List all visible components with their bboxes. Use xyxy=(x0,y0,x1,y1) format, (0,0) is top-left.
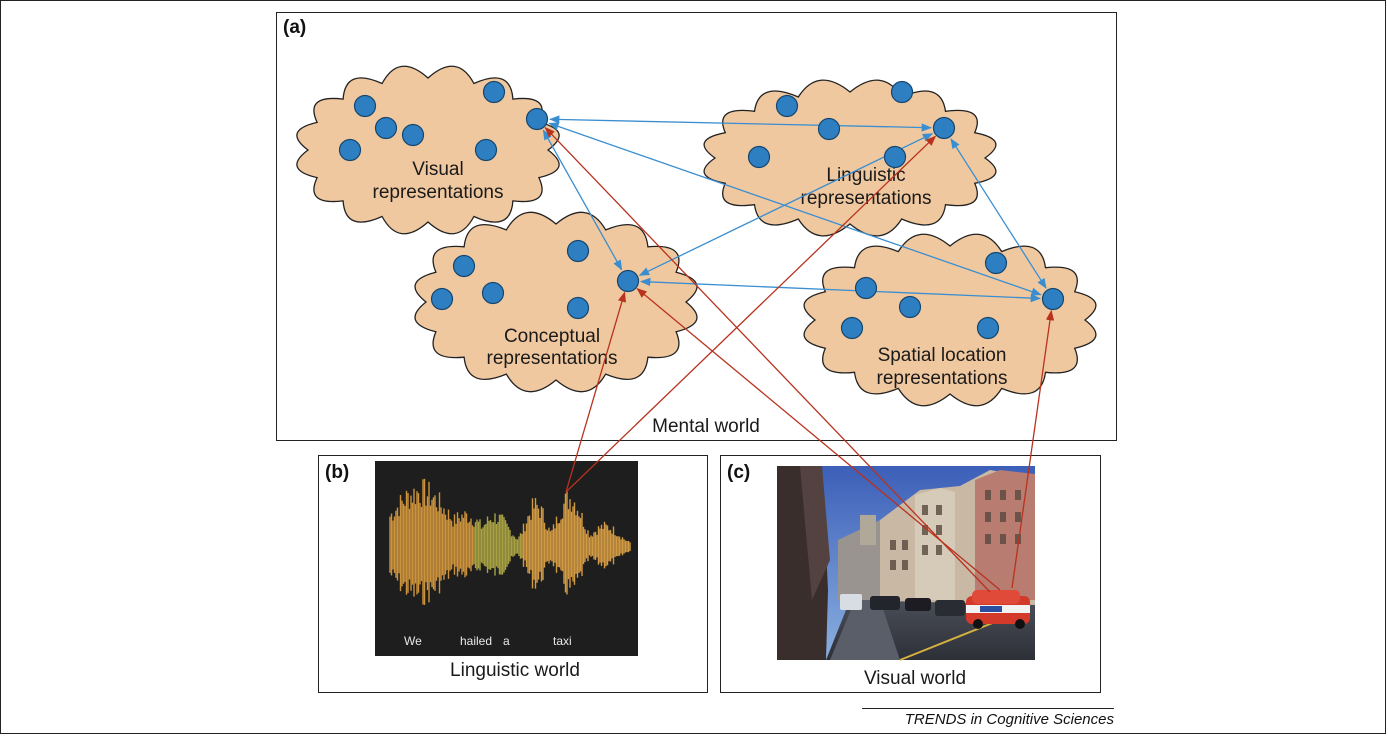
panel-a-label: (a) xyxy=(283,17,307,38)
node-icon xyxy=(525,107,549,131)
link-arrow xyxy=(950,138,1047,289)
node-icon xyxy=(566,296,590,320)
node-icon xyxy=(566,239,590,263)
taxi-in-photo xyxy=(966,590,1030,629)
journal-credit: TRENDS in Cognitive Sciences xyxy=(862,708,1114,728)
cloud-label-visual-line2: representations xyxy=(373,182,504,203)
node-icon xyxy=(775,94,799,118)
cloud-label-linguistic-line1: Linguistic xyxy=(826,165,905,186)
input-arrow xyxy=(544,126,991,593)
cloud-linguistic xyxy=(703,79,997,237)
node-icon xyxy=(984,251,1008,275)
node-icon xyxy=(374,116,398,140)
cloud-label-spatial-line2: representations xyxy=(877,368,1008,389)
input-arrow xyxy=(1011,309,1055,589)
node-icon xyxy=(1041,287,1065,311)
input-arrow xyxy=(636,288,1001,591)
speech-waveform-image: We hailed a taxi xyxy=(375,461,638,656)
word-taxi: taxi xyxy=(553,634,572,648)
word-hailed: hailed xyxy=(460,634,492,648)
node-icon xyxy=(932,116,956,140)
node-icon xyxy=(474,138,498,162)
input-arrow xyxy=(565,135,937,493)
mental-world-caption: Mental world xyxy=(652,416,760,437)
cloud-label-conceptual-line2: representations xyxy=(487,348,618,369)
node-icon xyxy=(840,316,864,340)
node-icon xyxy=(890,80,914,104)
node-icon xyxy=(976,316,1000,340)
node-icon xyxy=(452,254,476,278)
node-icon xyxy=(338,138,362,162)
input-arrow xyxy=(565,291,626,493)
panel-c-label: (c) xyxy=(727,462,751,483)
link-arrow xyxy=(639,277,1042,303)
node-icon xyxy=(854,276,878,300)
cloud-visual xyxy=(296,65,560,235)
node-icon xyxy=(898,295,922,319)
cloud-label-linguistic-line2: representations xyxy=(801,188,932,209)
node-icon xyxy=(817,117,841,141)
cloud-label-conceptual-line1: Conceptual xyxy=(504,326,600,347)
cloud-label-spatial: Spatial location representations xyxy=(877,345,1008,389)
node-icon xyxy=(430,287,454,311)
cloud-label-conceptual: Conceptual representations xyxy=(487,326,618,369)
linguistic-world-caption: Linguistic world xyxy=(450,660,580,681)
panel-b-label: (b) xyxy=(325,462,350,483)
word-a: a xyxy=(503,634,510,648)
cloud-label-visual: Visual representations xyxy=(373,159,504,203)
node-icon xyxy=(616,269,640,293)
street-photo xyxy=(777,466,1035,661)
bidirectional-links xyxy=(542,115,1047,303)
word-we: We xyxy=(404,634,422,648)
link-arrow xyxy=(638,133,934,276)
node-icon xyxy=(353,94,377,118)
node-icon xyxy=(481,281,505,305)
node-icon xyxy=(883,145,907,169)
input-links xyxy=(544,126,1055,593)
cloud-label-visual-line1: Visual xyxy=(412,159,463,180)
representation-nodes xyxy=(338,80,1065,340)
node-icon xyxy=(401,123,425,147)
cloud-label-spatial-line1: Spatial location xyxy=(878,345,1007,366)
node-icon xyxy=(482,80,506,104)
node-icon xyxy=(747,145,771,169)
visual-world-caption: Visual world xyxy=(864,668,966,689)
